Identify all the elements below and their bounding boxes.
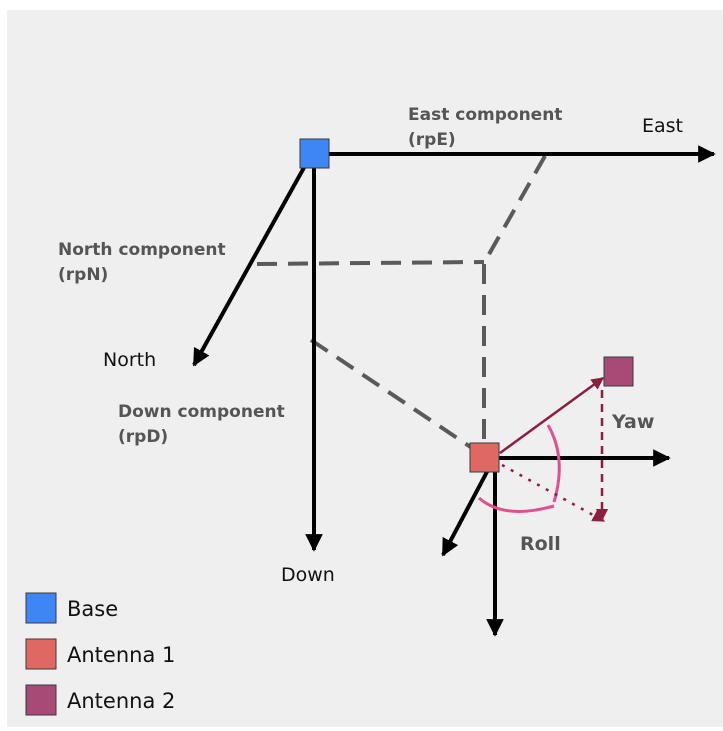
east-component-symbol: (rpE)	[408, 130, 456, 150]
north-component-symbol: (rpN)	[58, 265, 108, 285]
legend-item-base: Base	[25, 592, 118, 624]
east-component-label: East component	[408, 105, 562, 125]
roll-arc	[478, 496, 555, 513]
down-component-symbol: (rpD)	[118, 427, 168, 447]
baseline-vector-arrow	[499, 376, 605, 455]
yaw-label: Yaw	[611, 411, 654, 433]
antenna2-marker	[603, 356, 634, 387]
legend-item-antenna1: Antenna 1	[25, 638, 175, 670]
north-axis-label: North	[103, 349, 156, 371]
base-marker	[299, 138, 330, 169]
antenna1-marker	[469, 442, 500, 473]
legend-swatch-base	[25, 592, 57, 624]
legend-label-antenna2: Antenna 2	[67, 689, 175, 713]
yaw-arc	[546, 424, 561, 503]
baseline-vectors	[499, 376, 609, 523]
east-axis-label: East	[642, 115, 683, 137]
antenna1-north-axis-arrow	[441, 467, 491, 557]
down-component-label: Down component	[118, 402, 285, 422]
legend-swatch-antenna1	[25, 638, 57, 670]
legend-swatch-antenna2	[25, 684, 57, 716]
legend-label-antenna1: Antenna 1	[67, 643, 175, 667]
roll-label: Roll	[520, 533, 561, 555]
east-component-dashed-line	[482, 155, 547, 264]
down-component-dashed-line	[309, 338, 480, 454]
north-component-label: North component	[58, 240, 226, 260]
base-axes	[192, 145, 716, 552]
legend-item-antenna2: Antenna 2	[25, 684, 175, 716]
diagram-canvas: East North Down East component (rpE) Nor…	[25, 105, 716, 716]
component-projection-lines	[256, 155, 547, 454]
legend-label-base: Base	[67, 597, 118, 621]
legend: Base Antenna 1 Antenna 2	[25, 592, 175, 716]
antenna1-axes	[441, 449, 671, 637]
north-axis-arrow	[192, 163, 308, 367]
rotation-arcs	[478, 424, 561, 513]
north-component-dashed-line	[256, 260, 485, 266]
diagram-panel: East North Down East component (rpE) Nor…	[7, 10, 723, 727]
down-axis-label: Down	[281, 564, 335, 586]
